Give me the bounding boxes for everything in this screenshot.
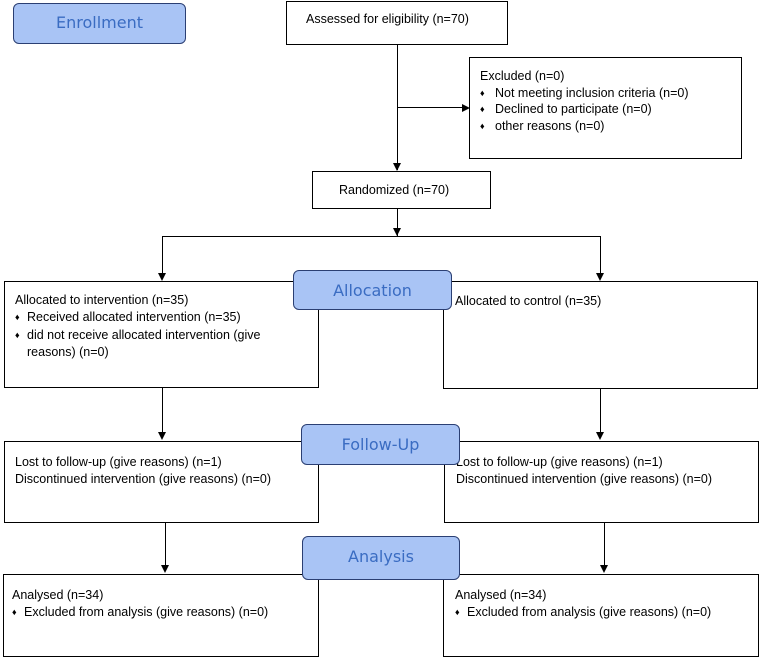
bullet-diamond-icon: ♦ (480, 120, 485, 131)
arrow-to-control (596, 273, 604, 281)
excluded-item-text: other reasons (n=0) (495, 118, 605, 133)
intervention-followup-lost: Lost to follow-up (give reasons) (n=1) (15, 455, 222, 469)
control-analysis-item-text: Excluded from analysis (give reasons) (n… (467, 604, 712, 619)
stage-allocation-label: Allocation (333, 281, 412, 300)
stage-allocation: Allocation (293, 270, 452, 310)
bullet-diamond-icon: ♦ (15, 330, 20, 340)
connector-to-excluded (397, 107, 463, 109)
control-analysis-box: Analysed (n=34) ♦ Excluded from analysis … (443, 574, 759, 657)
connector-left-alloc-follow (162, 387, 164, 433)
excluded-item: ♦ Declined to participate (n=0) (480, 101, 741, 118)
connector-right-alloc-follow (600, 388, 602, 433)
stage-followup: Follow-Up (301, 424, 460, 465)
intervention-followup-box: Lost to follow-up (give reasons) (n=1) D… (4, 441, 319, 523)
bullet-diamond-icon: ♦ (455, 606, 460, 617)
arrow-to-intervention (158, 273, 166, 281)
randomized-text: Randomized (n=70) (339, 183, 450, 197)
intervention-followup-discontinued: Discontinued intervention (give reasons)… (15, 471, 272, 486)
control-allocation-box: Allocated to control (n=35) (443, 281, 758, 389)
arrow-left-followup (158, 432, 166, 440)
bullet-diamond-icon: ♦ (12, 606, 17, 617)
intervention-item-text: Received allocated intervention (n=35) (27, 309, 241, 324)
control-analysis-item: ♦ Excluded from analysis (give reasons) (… (455, 604, 750, 621)
assessed-box: Assessed for eligibility (n=70) (286, 1, 508, 45)
assessed-text: Assessed for eligibility (n=70) (306, 12, 469, 26)
stage-followup-label: Follow-Up (341, 435, 420, 454)
arrow-randomized-center (393, 228, 401, 236)
excluded-title: Excluded (n=0) (480, 69, 565, 83)
excluded-item-text: Declined to participate (n=0) (495, 102, 652, 116)
intervention-analysis-item: ♦ Excluded from analysis (give reasons) (… (12, 604, 310, 621)
control-allocated-text: Allocated to control (n=35) (455, 294, 602, 308)
bullet-diamond-icon: ♦ (480, 104, 485, 114)
connector-right-follow-analysis (604, 522, 606, 566)
stage-enrollment: Enrollment (13, 3, 186, 44)
connector-randomized-split (397, 208, 399, 236)
control-analysed-text: Analysed (n=34) (455, 588, 547, 602)
control-followup-lost: Lost to follow-up (give reasons) (n=1) (456, 455, 663, 469)
randomized-box: Randomized (n=70) (312, 171, 491, 209)
excluded-item-text: Not meeting inclusion criteria (n=0) (495, 85, 689, 100)
arrow-left-analysis (161, 565, 169, 573)
bullet-diamond-icon: ♦ (480, 87, 485, 98)
intervention-item-text: did not receive allocated intervention (… (27, 328, 261, 359)
arrow-right-analysis (600, 565, 608, 573)
excluded-item: ♦ other reasons (n=0) (480, 118, 741, 135)
arrow-to-excluded (462, 104, 470, 112)
connector-right-down (600, 236, 602, 274)
stage-analysis: Analysis (302, 536, 460, 580)
stage-enrollment-label: Enrollment (56, 13, 143, 32)
intervention-analysed-text: Analysed (n=34) (12, 588, 104, 602)
connector-left-down (162, 236, 164, 274)
intervention-analysis-box: Analysed (n=34) ♦ Excluded from analysis … (3, 574, 319, 657)
arrow-to-randomized (393, 163, 401, 171)
intervention-allocation-box: Allocated to intervention (n=35) ♦ Receiv… (4, 281, 319, 388)
control-followup-box: Lost to follow-up (give reasons) (n=1) D… (444, 441, 759, 523)
arrow-right-followup (596, 432, 604, 440)
control-followup-discontinued: Discontinued intervention (give reasons)… (456, 471, 713, 486)
excluded-box: Excluded (n=0) ♦ Not meeting inclusion cr… (469, 57, 742, 159)
intervention-analysis-item-text: Excluded from analysis (give reasons) (n… (24, 604, 269, 619)
connector-left-follow-analysis (165, 522, 167, 566)
stage-analysis-label: Analysis (348, 547, 414, 566)
connector-split-horizontal (162, 236, 601, 238)
intervention-allocated-text: Allocated to intervention (n=35) (15, 293, 189, 307)
excluded-item: ♦ Not meeting inclusion criteria (n=0) (480, 85, 741, 102)
bullet-diamond-icon: ♦ (15, 311, 20, 322)
intervention-item: ♦ did not receive allocated intervention … (15, 327, 310, 360)
intervention-item: ♦ Received allocated intervention (n=35) (15, 309, 310, 326)
